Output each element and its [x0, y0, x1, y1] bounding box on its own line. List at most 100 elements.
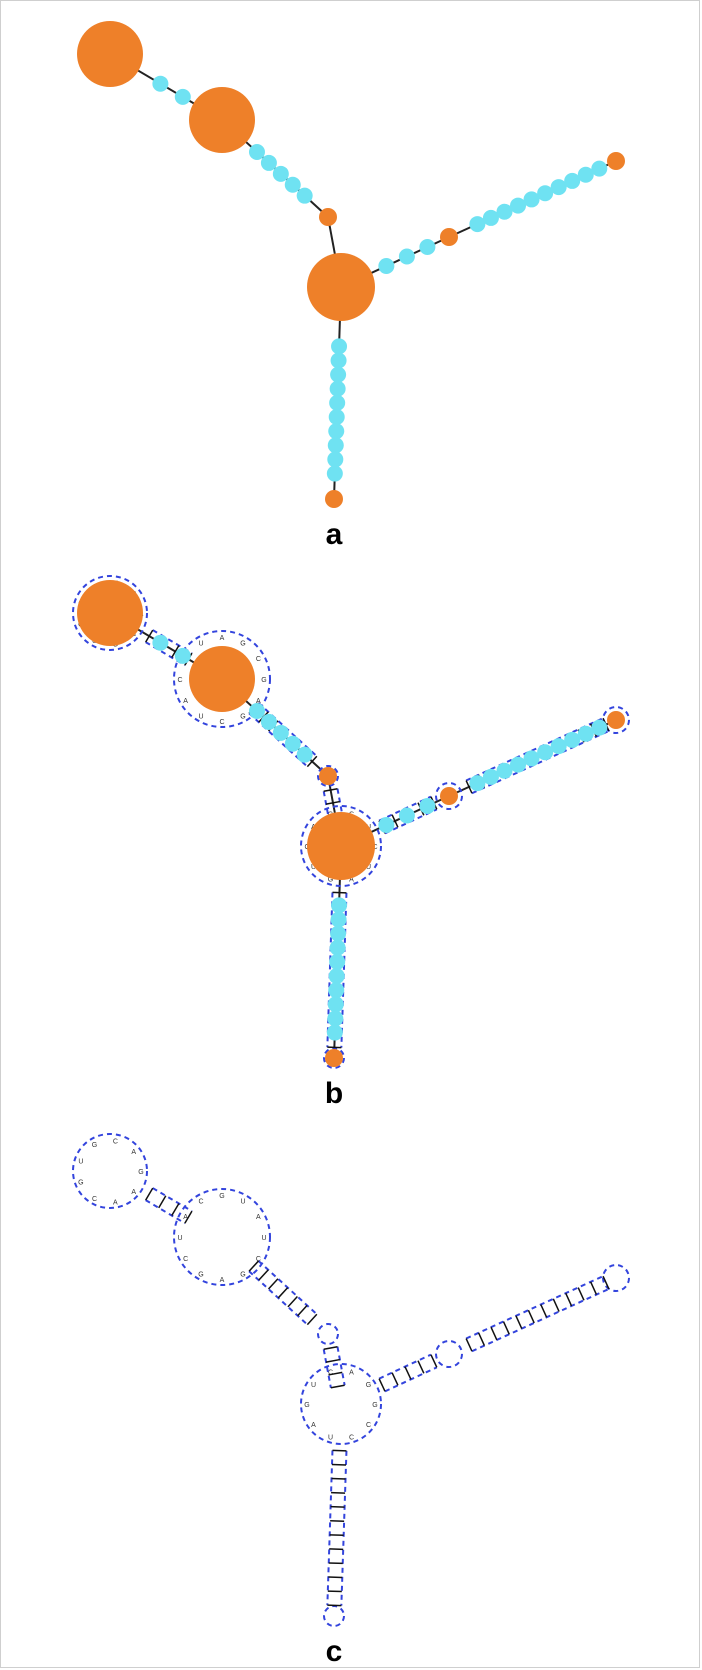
nucleotide-letter: C	[198, 1199, 203, 1206]
stem-node	[510, 197, 527, 214]
nucleotide-letter: G	[372, 1402, 377, 1409]
loop-node	[307, 253, 375, 321]
stem-node	[330, 352, 347, 369]
stem-node	[577, 166, 594, 183]
stem-node	[329, 394, 346, 411]
nucleotide-letter: A	[131, 1149, 136, 1156]
nucleotide-letter: U	[261, 1235, 266, 1242]
stem-node	[523, 750, 540, 767]
loop-backbone	[72, 1133, 148, 1209]
stem-node	[331, 338, 348, 355]
loop-backbone	[173, 1188, 271, 1286]
stem-node	[550, 179, 567, 196]
stem-node	[326, 1024, 343, 1041]
nucleotide-letter: A	[256, 698, 261, 705]
nucleotide-letter: G	[240, 713, 245, 720]
nucleotide-letter: U	[328, 1434, 333, 1441]
nucleotide-letter: C	[349, 1434, 354, 1441]
stem-backbone	[145, 1199, 186, 1225]
loop-backbone	[173, 630, 271, 728]
stem-node	[248, 703, 265, 720]
loop-backbone	[323, 1605, 345, 1627]
stem-node	[482, 768, 499, 785]
stem-backbone	[326, 1450, 334, 1606]
base-pair	[144, 629, 154, 643]
base-pair	[589, 1281, 598, 1295]
stem-node	[329, 380, 346, 397]
panel-b-overlay: ACGUGCAUCGAGCUACGUAGCCUAGUCAGCU	[72, 575, 630, 1069]
loop-node	[189, 87, 255, 153]
stem-node	[328, 423, 345, 440]
nucleotide-letter: C	[328, 1370, 333, 1377]
nucleotide-letter: U	[311, 1382, 316, 1389]
stem-node	[284, 735, 301, 752]
stem-node	[272, 724, 289, 741]
nucleotide-letter: C	[113, 1138, 118, 1145]
nucleotide-letter: G	[240, 1271, 245, 1278]
stem-backbone	[322, 791, 332, 830]
loop-node	[77, 580, 143, 646]
base-pair	[287, 1295, 298, 1308]
stem-node	[328, 968, 345, 985]
nucleotide-letter: G	[366, 1382, 371, 1389]
base-pair	[577, 1287, 585, 1301]
loop-node	[440, 228, 458, 246]
stem-node	[330, 925, 347, 942]
base-pair	[391, 814, 399, 828]
base-pair	[325, 1358, 341, 1363]
panel-a-label: a	[326, 518, 343, 551]
base-pair	[602, 1275, 610, 1290]
stem-backbone	[336, 788, 346, 828]
base-pair	[527, 1309, 535, 1324]
nucleotide-letter: G	[78, 1180, 83, 1187]
nucleotide-letter: G	[92, 1142, 97, 1149]
stem-node	[577, 725, 594, 742]
stem-node	[260, 713, 277, 730]
stem-node	[329, 939, 346, 956]
base-pair	[490, 1326, 498, 1341]
base-pair	[477, 1332, 486, 1346]
base-pair	[325, 800, 341, 805]
loop-node	[440, 787, 458, 805]
nucleotide-letter: U	[311, 864, 316, 871]
nucleotide-letter: A	[131, 1189, 136, 1196]
base-pair	[417, 1360, 425, 1374]
base-pair	[184, 1210, 193, 1224]
nucleotide-letter: A	[256, 1214, 261, 1221]
loop-backbone	[317, 765, 339, 787]
stem-node	[496, 203, 513, 220]
stem-node	[564, 731, 581, 748]
panel-a-graph	[77, 21, 625, 508]
stem-node	[537, 744, 554, 761]
nucleotide-letter: A	[183, 698, 188, 705]
stem-node	[591, 160, 608, 177]
nucleotide-letter: G	[198, 1271, 203, 1278]
stem-node	[327, 437, 344, 454]
base-pair	[565, 1292, 573, 1307]
base-pair	[330, 1384, 345, 1389]
base-pair	[378, 1378, 386, 1392]
nucleotide-letter: U	[78, 1158, 83, 1165]
loop-backbone	[317, 1323, 339, 1345]
nucleotide-letter: C	[304, 844, 309, 851]
stem-backbone	[322, 1349, 332, 1388]
stem-node	[523, 191, 540, 208]
base-pair	[391, 1372, 399, 1386]
stem-node	[419, 239, 436, 255]
stem-node	[550, 738, 567, 755]
base-pair	[465, 780, 473, 794]
nucleotide-letter: G	[219, 1193, 224, 1200]
loop-backbone	[602, 1264, 630, 1292]
base-pair	[248, 1260, 260, 1272]
stem-node	[331, 897, 348, 914]
loop-backbone	[435, 782, 463, 810]
nucleotide-letter: U	[240, 1199, 245, 1206]
base-pair	[306, 755, 318, 768]
stem-node	[260, 154, 277, 171]
stem-node	[327, 996, 344, 1013]
stem-node	[469, 216, 486, 233]
base-pair	[515, 1315, 523, 1329]
nucleotide-letter: G	[138, 1169, 143, 1176]
loop-node	[189, 646, 255, 712]
stem-node	[329, 953, 346, 970]
